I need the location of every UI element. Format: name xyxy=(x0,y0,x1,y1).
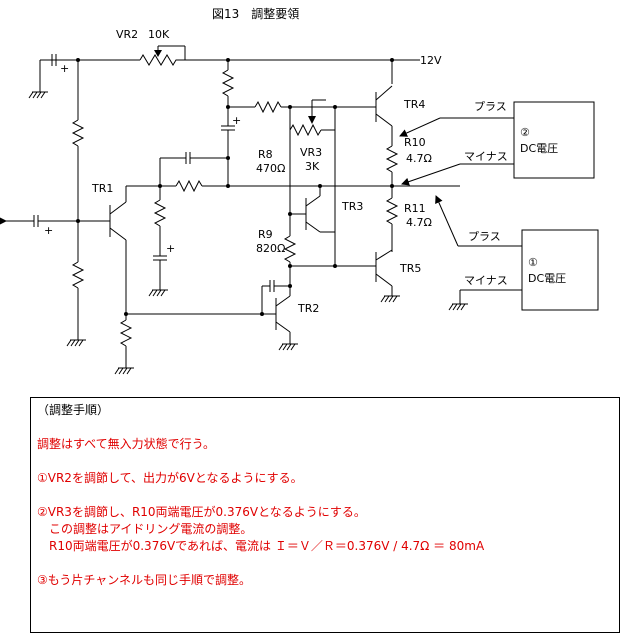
bias-chain-r8-vr3-r9: R8 470Ω VR3 3K R9 820Ω xyxy=(256,99,337,286)
meter-1-plus-probe: プラス xyxy=(468,230,501,243)
supply-voltage-label: 12V xyxy=(420,54,442,67)
r9-label: R9 xyxy=(258,228,273,241)
tr2-label: TR2 xyxy=(297,302,319,315)
vr2-label: VR2 xyxy=(116,28,138,41)
procedure-line-3: ②VR3を調節し、R10両端電圧が0.376Vとなるようにする。 xyxy=(37,505,366,519)
procedure-line-1: 調整はすべて無入力状態で行う。 xyxy=(37,437,215,451)
diagram-title: 図13 調整要領 xyxy=(212,6,299,21)
meter-2-minus-probe: マイナス xyxy=(464,150,508,163)
r11-label: R11 xyxy=(404,202,426,215)
procedure-line-4: この調整はアイドリング電流の調整。 xyxy=(37,522,253,536)
vr2-potentiometer: VR2 10K xyxy=(116,28,186,66)
procedure-line-5: R10両端電圧が0.376Vであれば、電流は Ｉ＝Ｖ／Ｒ＝0.376V / 4.… xyxy=(37,539,485,553)
input-cap-plus: + xyxy=(44,224,53,237)
meter-1-minus-probe: マイナス xyxy=(464,274,508,287)
meter-2-dc-voltage: ② DC電圧 プラス マイナス xyxy=(399,100,595,186)
tr1-emitter-network xyxy=(114,312,262,375)
r8-label: R8 xyxy=(258,148,273,161)
tr4-label: TR4 xyxy=(403,98,425,111)
tr1-collector-network: + xyxy=(148,152,228,297)
vr3-label: VR3 xyxy=(300,146,322,159)
tr3-label: TR3 xyxy=(341,200,363,213)
meter-1-dc-voltage: ① DC電圧 プラス マイナス xyxy=(435,195,599,311)
cap-plus-sign: + xyxy=(60,62,69,75)
bootstrap-network: + xyxy=(221,60,376,188)
meter-2-plus-probe: プラス xyxy=(474,100,507,113)
tr1-label: TR1 xyxy=(91,182,113,195)
cap-plus-c3: + xyxy=(232,114,241,127)
procedure-line-6: ③もう片チャンネルも同じ手順で調整。 xyxy=(37,573,252,587)
procedure-heading: （調整手順） xyxy=(37,403,110,417)
cap-plus-c2: + xyxy=(166,242,175,255)
input-capacitor-top: + xyxy=(28,54,69,99)
r10-label: R10 xyxy=(404,136,426,149)
signal-input: + xyxy=(0,215,110,237)
meter-2-number: ② xyxy=(520,126,530,139)
tr5-label: TR5 xyxy=(399,262,421,275)
meter-2-name: DC電圧 xyxy=(520,142,558,155)
meter-1-name: DC電圧 xyxy=(528,272,566,285)
vr2-value: 10K xyxy=(148,28,170,41)
r10-value: 4.7Ω xyxy=(406,152,432,165)
r9-value: 820Ω xyxy=(256,242,285,255)
transistor-tr2: TR2 xyxy=(260,280,319,351)
r11-value: 4.7Ω xyxy=(406,216,432,229)
bias-resistor-left xyxy=(66,60,86,347)
transistor-tr3: TR3 xyxy=(288,186,363,233)
procedure-line-2: ①VR2を調節して、出力が6Vとなるようにする。 xyxy=(37,471,303,485)
transistor-tr1: TR1 xyxy=(91,182,160,314)
meter-1-number: ① xyxy=(528,256,538,269)
output-stage: TR4 TR5 R10 4.7Ω R11 4.7Ω xyxy=(228,60,460,303)
r8-value: 470Ω xyxy=(256,162,285,175)
circuit-schematic: 図13 調整要領 + VR2 10K 12V xyxy=(0,6,599,375)
vr3-value: 3K xyxy=(305,160,320,173)
adjustment-procedure-box: （調整手順） 調整はすべて無入力状態で行う。 ①VR2を調節して、出力が6Vとな… xyxy=(30,397,620,633)
